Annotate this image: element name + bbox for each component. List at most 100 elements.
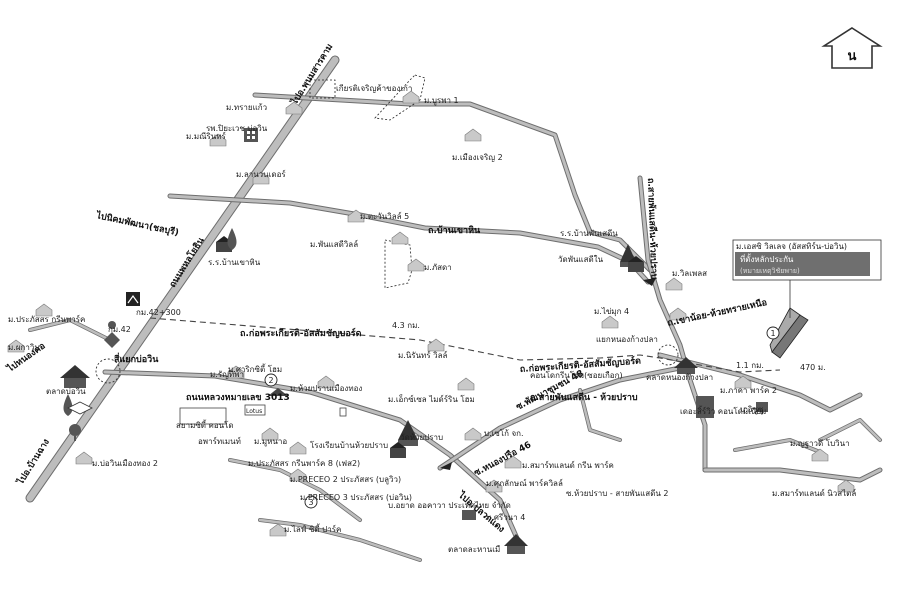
market-pagoda-icon bbox=[504, 534, 528, 554]
school-icon bbox=[390, 442, 406, 458]
building-icon bbox=[179, 407, 227, 425]
km-42-label: กม.42 bbox=[108, 325, 131, 334]
km-42-300-label: กม.42+300 bbox=[136, 308, 181, 317]
gas-station-icon bbox=[63, 394, 73, 416]
house-icons bbox=[7, 90, 855, 537]
place-bowin-mueang-thong-2: ม.บ่อวินเมืองทอง 2 bbox=[92, 459, 158, 468]
bank-diamond-icon bbox=[104, 332, 120, 348]
place-soi-huai-prap-2: ซ.ห้วยปราบ - สายพันแสดีน 2 bbox=[566, 489, 668, 498]
place-smartland-green-park: ม.สมาร์ทแลนด์ กรีน พาร์ค bbox=[522, 460, 614, 470]
road-label-right-vertical: ถ.สายพันแสดีน-ห้วยปราบ bbox=[645, 178, 660, 280]
road-label-3013: ถนนหลวงหมายเลข 3013 bbox=[186, 393, 290, 403]
place-phan-saeng-school: ร.ร.บ้านพันเสดีน bbox=[560, 229, 618, 238]
hospital-building-icon bbox=[244, 128, 258, 142]
turn-arrow-icon bbox=[440, 462, 452, 470]
place-lan-wonder: ม.ลานวนเดอร์ bbox=[236, 169, 286, 179]
place-isuzu: บ.อิชูซู bbox=[740, 405, 764, 415]
place-huai-pran: ม.ห้วยปรานเมืองทอง bbox=[290, 384, 362, 393]
distance-470-label: 470 ม. bbox=[800, 363, 826, 372]
place-maneerin: ม.มณีรินทร์ bbox=[186, 131, 227, 141]
place-nirun-ville: ม.นิรันทร์ วิลล์ bbox=[398, 350, 448, 360]
place-sai-kaeo: ม.ทรายแก้ว bbox=[226, 103, 267, 112]
place-bowin-intersection: สี่แยกบ่อวิน bbox=[113, 352, 159, 365]
place-phaka-park-2: ม.ภาคา พาร์ค 2 bbox=[720, 385, 777, 395]
factory-icon bbox=[756, 402, 768, 412]
factory-icon bbox=[462, 510, 476, 520]
place-wat-huai-prap: วัดห้วยปราบ bbox=[400, 433, 443, 442]
intersection-marker bbox=[657, 344, 679, 366]
road-label-phahonyothin: ถนนพหลโยธิน bbox=[166, 234, 207, 289]
school-icon bbox=[628, 256, 644, 272]
market-pagoda-icon bbox=[674, 357, 698, 374]
callout-line-3: (หมายเหตุวิชัยพาย) bbox=[740, 267, 800, 275]
place-prapassorn-green-park: ม.ประภัสสร กรีนพาร์ค bbox=[8, 314, 85, 324]
place-phatsada: ม.ภัสดา bbox=[424, 263, 452, 272]
target-property-icon bbox=[769, 307, 809, 359]
place-labels: ม.ทรายแก้ว รพ.ปิยะเวช บ่อวิน ม.มณีรินทร์… bbox=[8, 84, 856, 554]
collateral-callout: ม.เอสซิ วิลเลจ (อัสสทิร์น-บ่อวิน) ที่ตั้… bbox=[732, 239, 882, 318]
road-label-saraburi: ไปนิคมพัฒนา(ชลบุรี) bbox=[94, 209, 180, 238]
temple-icon bbox=[398, 420, 418, 446]
place-kiat-charoen: เกียรติเจริญค้าของเก่า bbox=[336, 84, 412, 93]
place-excel-home: ม.เอ็กซ์เซล ไมด์ร์ริน โฮม bbox=[388, 394, 475, 404]
callout-line-1: ม.เอสซิ วิลเลจ (อัสสทิร์น-บ่อวิน) bbox=[736, 241, 847, 251]
place-suphalak-park-ville: ม.ศุภลักษณ์ พาร์ควิลล์ bbox=[486, 478, 563, 488]
callout-line-2: ที่ตั้งหลักประกัน bbox=[740, 253, 794, 264]
place-muhna: ม.มูหนาอ bbox=[254, 437, 287, 447]
place-oyada-company: บ.อยาด ออคาวา ประเทศไทย จำกัด bbox=[388, 501, 511, 510]
pin-icon bbox=[108, 321, 116, 329]
tree-icon bbox=[69, 424, 81, 441]
place-khaimuk-4: ม.ไข่มุก 4 bbox=[594, 307, 629, 316]
road-label-kritapratham: ถ.ก่อพระเกียรติ-อัสสัมชัญบอร์ด bbox=[240, 327, 362, 339]
building-icon bbox=[696, 396, 714, 418]
place-sea-view-condo: เดอะสิ้ร์วิว คอนโดมิเนียม bbox=[680, 405, 766, 416]
svg-text:Lotus: Lotus bbox=[246, 408, 262, 415]
svg-text:2: 2 bbox=[268, 376, 273, 385]
place-phakawin: ม.ผกาวิน bbox=[8, 343, 40, 352]
place-ban-khao-hin-school: ร.ร.บ้านเขาหิน bbox=[208, 258, 261, 267]
marker-1: 1 bbox=[766, 326, 780, 340]
north-label: น bbox=[848, 49, 857, 64]
highway-post-icon bbox=[339, 407, 347, 417]
place-life-city-park: ม.ไลฟ์ ซิตี้ ปาร์ค bbox=[284, 523, 341, 534]
place-sriwana-4: ม.ศรีวนา 4 bbox=[486, 513, 525, 522]
distance-1-1-label: 1.1 กม. bbox=[736, 361, 764, 370]
north-arrow-icon: น bbox=[821, 27, 883, 69]
intersection-marker bbox=[95, 358, 121, 384]
place-wat-phan-saeng: วัดพันแสดีใน bbox=[558, 255, 604, 264]
place-nathawadee: ม.ญฐาวดี โบวินา bbox=[790, 438, 850, 448]
place-preceo-3: ม.PRECEO 3 ประภัสสร (บ่อวิน) bbox=[300, 493, 412, 502]
place-burapha-1: ม.บูรพา 1 bbox=[424, 96, 459, 106]
place-ranthipha: ม.รัญทิพา bbox=[210, 370, 244, 379]
place-nong-kang-pla-market: คลาดหนองก้างปลา bbox=[646, 373, 713, 382]
place-tawan-ville-5: ม.ตะวันวิลล์ 5 bbox=[360, 211, 409, 221]
place-lahan-market: ตลาดละหานเมื bbox=[448, 545, 500, 554]
svg-text:3: 3 bbox=[308, 498, 313, 507]
place-seiko: บ.เซโก้ จก. bbox=[484, 428, 524, 438]
road-label-khao-hin: ถ.บ้านเขาหิน bbox=[428, 225, 481, 236]
distance-4-3-label: 4.3 กม. bbox=[392, 321, 420, 330]
place-mueang-charoen-2: ม.เมืองเจริญ 2 bbox=[452, 153, 503, 162]
main-highway bbox=[25, 55, 340, 503]
road-network bbox=[28, 74, 883, 562]
place-piyavate-hospital: รพ.ปิยะเวช บ่อวิน bbox=[206, 124, 268, 133]
place-phan-saeng-ville: ม.พันแสดีวิลล์ bbox=[310, 239, 358, 249]
place-green-home-condo: คอนโดกรีนโฮม(ซอยเกือก) bbox=[530, 370, 623, 380]
place-will-place: ม.วิลเพลส bbox=[672, 269, 707, 278]
highway-sign-icon bbox=[67, 401, 93, 415]
road-label-sai-phan: ถ.สายพันแสดีน - ห้วยปราบ bbox=[530, 392, 638, 403]
place-huai-prap-school: โรงเรียนบ้านห้วยปราบ bbox=[310, 440, 388, 450]
store-icon: Lotus bbox=[244, 404, 266, 416]
place-prapassorn-8: ม.ประภัสสร กรีนพาร์ค 8 (เฟส2) bbox=[248, 458, 360, 468]
gas-station-icon bbox=[227, 228, 237, 250]
turn-arrow-icon bbox=[643, 278, 656, 286]
marker-3: 3 bbox=[304, 495, 318, 509]
marker-2: 2 bbox=[264, 373, 278, 387]
bank-icon bbox=[126, 292, 140, 306]
svg-text:1: 1 bbox=[770, 329, 775, 338]
temple-icon bbox=[268, 388, 288, 396]
place-smartland-new-style: ม.สมาร์ทแลนด์ นิวสไตล์ bbox=[772, 488, 856, 498]
place-preceo-2: ม.PRECEO 2 ประภัสสร (บลูวิว) bbox=[290, 475, 401, 485]
place-apartment: อพาร์ทเมนท์ bbox=[198, 436, 241, 446]
